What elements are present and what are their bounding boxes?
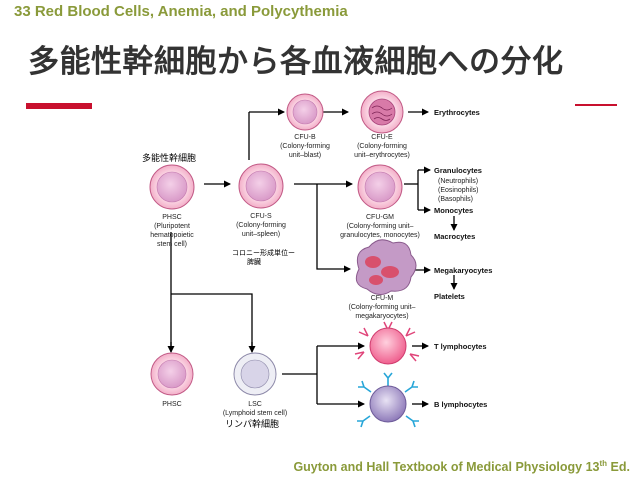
label-megakaryocytes: Megakaryocytes [434, 266, 492, 275]
caption-cfus-1: (Colony-forming [236, 222, 286, 229]
caption-phsc2-0: PHSC [162, 401, 181, 408]
caption-phsc-2: hematopoietic [150, 232, 194, 239]
caption-cfub-1: (Colony-forming [280, 143, 330, 150]
cell-t-lymphocyte [354, 321, 420, 365]
cell-b-lymphocyte [357, 372, 419, 428]
label-erythrocytes: Erythrocytes [434, 108, 480, 117]
label-cfus-jp-1: コロニー形成単位ー [232, 248, 295, 257]
caption-lsc-1: (Lymphoid stem cell) [223, 410, 287, 417]
label-pluripotent-jp: 多能性幹細胞 [142, 152, 196, 163]
cell-cfue [360, 90, 404, 134]
caption-cfub-0: CFU-B [294, 134, 316, 141]
label-lymphoid-jp: リンパ幹細胞 [225, 418, 279, 429]
source-suffix: Ed. [607, 460, 630, 474]
cell-cfugm [357, 164, 403, 210]
caption-cfugm-0: CFU-GM [366, 214, 394, 221]
label-monocytes: Monocytes [434, 206, 473, 215]
source-sup: th [599, 458, 608, 468]
flow-lines [167, 108, 458, 408]
label-t-lymphocytes: T lymphocytes [434, 342, 487, 351]
caption-cfus-2: unit–spleen) [242, 231, 280, 238]
label-macrocytes: Macrocytes [434, 232, 475, 241]
caption-phsc-1: (Pluripotent [154, 223, 190, 230]
cell-cfub [286, 93, 324, 131]
label-granulocytes: Granulocytes [434, 166, 482, 175]
cell-phsc-2 [150, 352, 194, 396]
diagram-canvas: 多能性幹細胞 コロニー形成単位ー 脾臓 リンパ幹細胞 PHSC (Pluripo… [142, 90, 492, 429]
caption-cfue-0: CFU-E [371, 134, 393, 141]
arrow-to-cfum [316, 184, 351, 273]
caption-phsc-3: stem cell) [157, 241, 187, 248]
caption-cfum-1: (Colony-forming unit– [349, 304, 416, 311]
label-basophils: (Basophils) [438, 196, 473, 203]
chapter-heading: 33 Red Blood Cells, Anemia, and Polycyth… [14, 3, 348, 20]
title-underline-thin [575, 104, 617, 106]
label-platelets: Platelets [434, 292, 465, 301]
cell-phsc [149, 164, 195, 210]
cell-lsc [233, 352, 277, 396]
source-citation: Guyton and Hall Textbook of Medical Phys… [293, 459, 630, 474]
caption-cfugm-1: (Colony-forming unit– [347, 223, 414, 230]
caption-cfum-2: megakaryocytes) [355, 313, 408, 320]
caption-phsc-0: PHSC [162, 214, 181, 221]
cell-cfum [355, 239, 417, 295]
granulocyte-subtypes: (Neutrophils) (Eosinophils) (Basophils) [438, 178, 478, 203]
caption-cfue-2: unit–erythrocytes) [354, 152, 410, 159]
hematopoiesis-diagram: 多能性幹細胞 コロニー形成単位ー 脾臓 リンパ幹細胞 PHSC (Pluripo… [92, 84, 575, 456]
slide-title: 多能性幹細胞から各血液細胞への分化 [28, 44, 564, 80]
label-b-lymphocytes: B lymphocytes [434, 400, 487, 409]
caption-cfue-1: (Colony-forming [357, 143, 407, 150]
caption-cfugm-2: granulocytes, monocytes) [340, 232, 420, 239]
label-eosinophils: (Eosinophils) [438, 187, 478, 194]
label-cfus-jp-2: 脾臓 [247, 257, 261, 266]
label-neutrophils: (Neutrophils) [438, 178, 478, 185]
source-prefix: Guyton and Hall Textbook of Medical Phys… [293, 460, 600, 474]
title-underline-accent [26, 103, 96, 109]
caption-cfus-0: CFU-S [250, 213, 272, 220]
caption-cfum-0: CFU-M [371, 295, 394, 302]
caption-lsc-0: LSC [248, 401, 262, 408]
cell-captions: PHSC (Pluripotent hematopoietic stem cel… [150, 134, 420, 417]
caption-cfub-2: unit–blast) [289, 152, 321, 159]
output-labels: Erythrocytes Granulocytes Monocytes Macr… [434, 108, 492, 409]
cell-cfus [238, 163, 284, 209]
